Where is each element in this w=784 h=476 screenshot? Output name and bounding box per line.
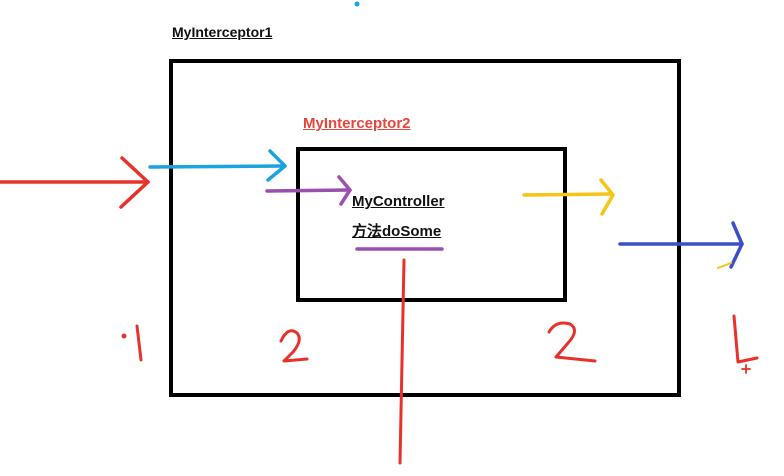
small-plus-icon (741, 364, 751, 374)
handwritten-number-1-right (732, 314, 759, 364)
purple-arrow-icon (265, 175, 352, 206)
outer-interceptor-box (169, 59, 681, 397)
cyan-arrow-icon (148, 149, 287, 182)
outer-interceptor-label: MyInterceptor1 (172, 24, 273, 40)
blue-arrow-icon (618, 221, 744, 269)
inner-interceptor-box (296, 147, 567, 302)
handwritten-number-2-left (279, 329, 309, 363)
method-label: 方法doSome (352, 223, 442, 240)
yellow-arrow-icon (522, 178, 615, 216)
blue-arrow-shadow (717, 262, 732, 269)
stray-dot (354, 1, 360, 7)
inner-interceptor-label: MyInterceptor2 (303, 115, 411, 132)
red-vertical-line (398, 258, 406, 465)
controller-label: MyController (352, 193, 445, 210)
red-incoming-arrow-icon (0, 156, 150, 209)
handwritten-number-1-left (121, 324, 143, 362)
handwritten-number-2-right (547, 321, 597, 363)
